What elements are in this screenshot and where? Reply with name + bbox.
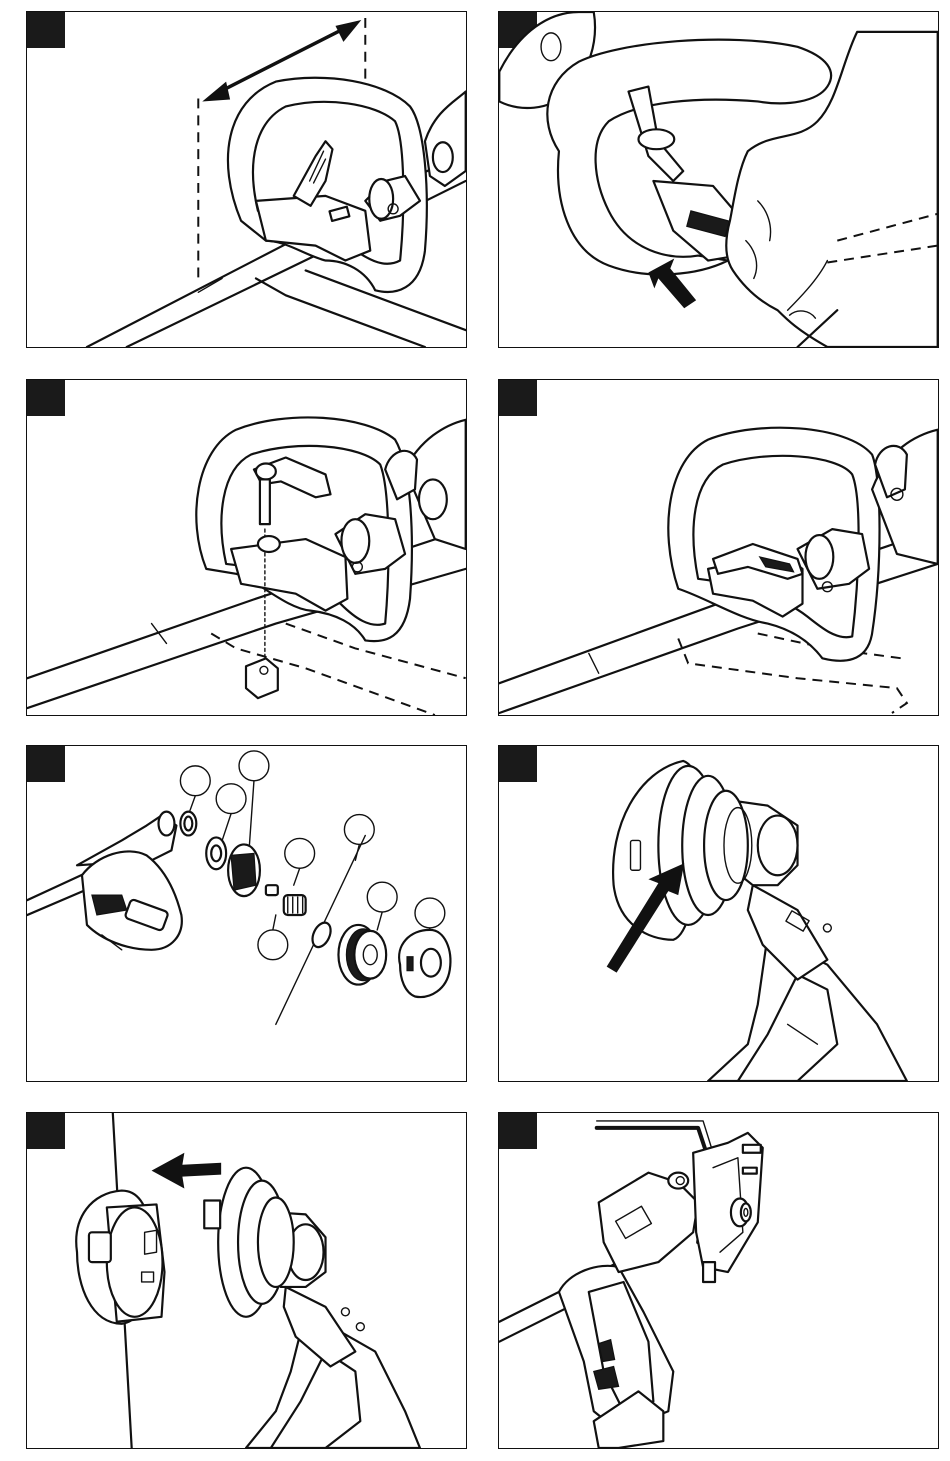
part-callout-circle xyxy=(415,898,445,928)
figure-panel-5 xyxy=(26,745,467,1082)
part-callout-circle xyxy=(285,838,315,868)
figure-panel-3 xyxy=(26,379,467,716)
part-callout-circle xyxy=(239,751,269,781)
handle-assembled-illustration xyxy=(499,380,938,715)
part-callout-circle xyxy=(180,766,210,796)
handle-bolt-exploded-illustration xyxy=(27,380,466,715)
figure-panel-1 xyxy=(26,11,467,348)
part-callout-circle xyxy=(216,784,246,814)
part-callout-circle xyxy=(258,930,288,960)
figure-panel-7 xyxy=(26,1112,467,1449)
part-callout-circle xyxy=(344,815,374,845)
trimmer-head-remove-illustration xyxy=(27,1113,466,1448)
figure-panel-2 xyxy=(498,11,939,348)
handle-clamp-press-illustration xyxy=(499,12,938,347)
figure-panel-4 xyxy=(498,379,939,716)
hex-key-attachment-illustration xyxy=(499,1113,938,1448)
trimmer-head-exploded-illustration xyxy=(27,746,466,1081)
trimmer-head-press-illustration xyxy=(499,746,938,1081)
figure-panel-8 xyxy=(498,1112,939,1449)
figure-panel-6 xyxy=(498,745,939,1082)
part-callout-circle xyxy=(367,882,397,912)
loop-handle-adjust-illustration xyxy=(27,12,466,347)
